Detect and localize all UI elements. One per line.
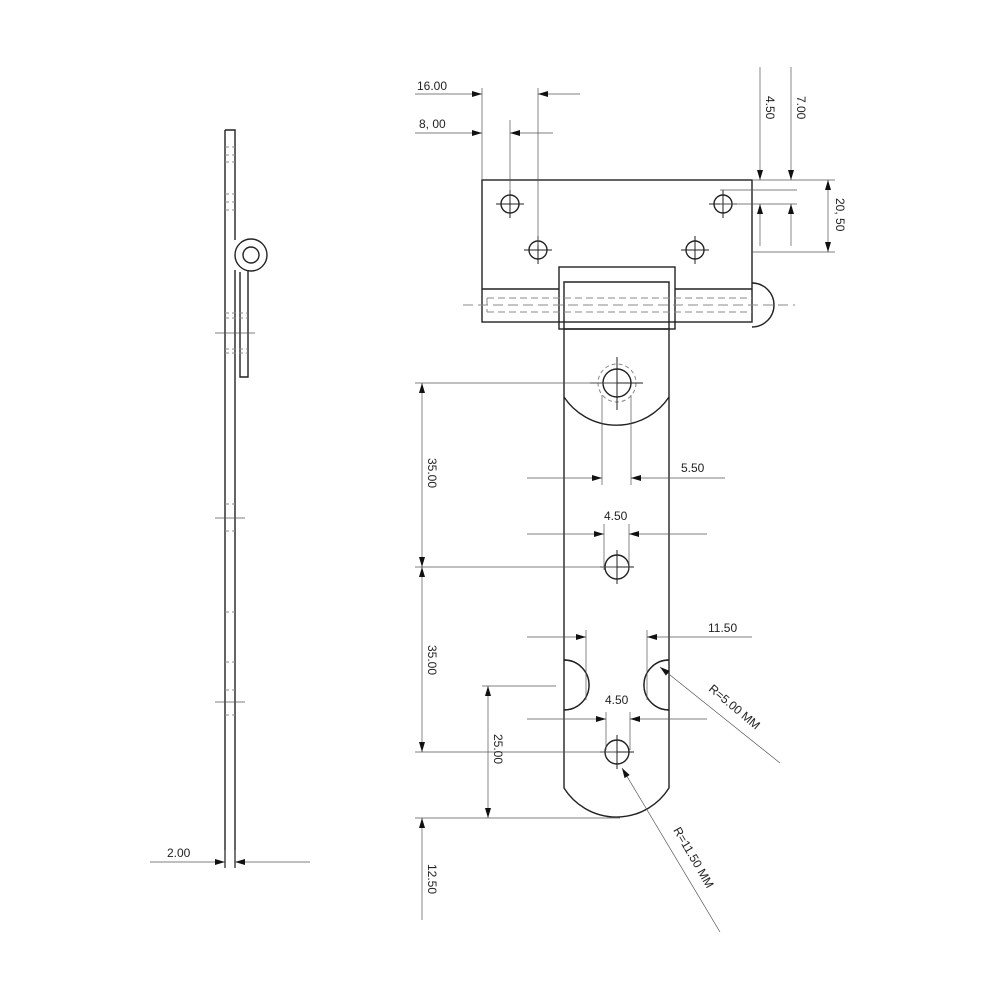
dim-25: 25.00: [491, 734, 505, 764]
dim-8: 8, 00: [419, 117, 446, 131]
dim-35-a: 35.00: [425, 458, 439, 488]
dim-thickness: 2.00: [167, 846, 191, 860]
dim-11-50: 11.50: [708, 621, 737, 635]
dim-35-b: 35.00: [425, 645, 439, 675]
dim-16: 16.00: [417, 79, 447, 93]
mounting-holes: [500, 194, 733, 765]
dim-4-50-a: 4.50: [604, 509, 628, 523]
dimension-lines: [415, 67, 835, 933]
front-view: [463, 179, 795, 818]
dim-plate-height: 20, 50: [833, 198, 847, 232]
dim-7: 7.00: [794, 96, 808, 120]
dim-5-50: 5.50: [681, 461, 705, 475]
side-view: 2.00: [150, 129, 310, 868]
dim-end-radius: R=11.50 MM: [670, 825, 716, 891]
dim-4-50-top: 4.50: [763, 96, 777, 120]
dim-notch-radius: R=5.00 MM: [706, 682, 763, 733]
dim-12-50: 12.50: [425, 864, 439, 894]
dim-4-50-b: 4.50: [605, 693, 629, 707]
